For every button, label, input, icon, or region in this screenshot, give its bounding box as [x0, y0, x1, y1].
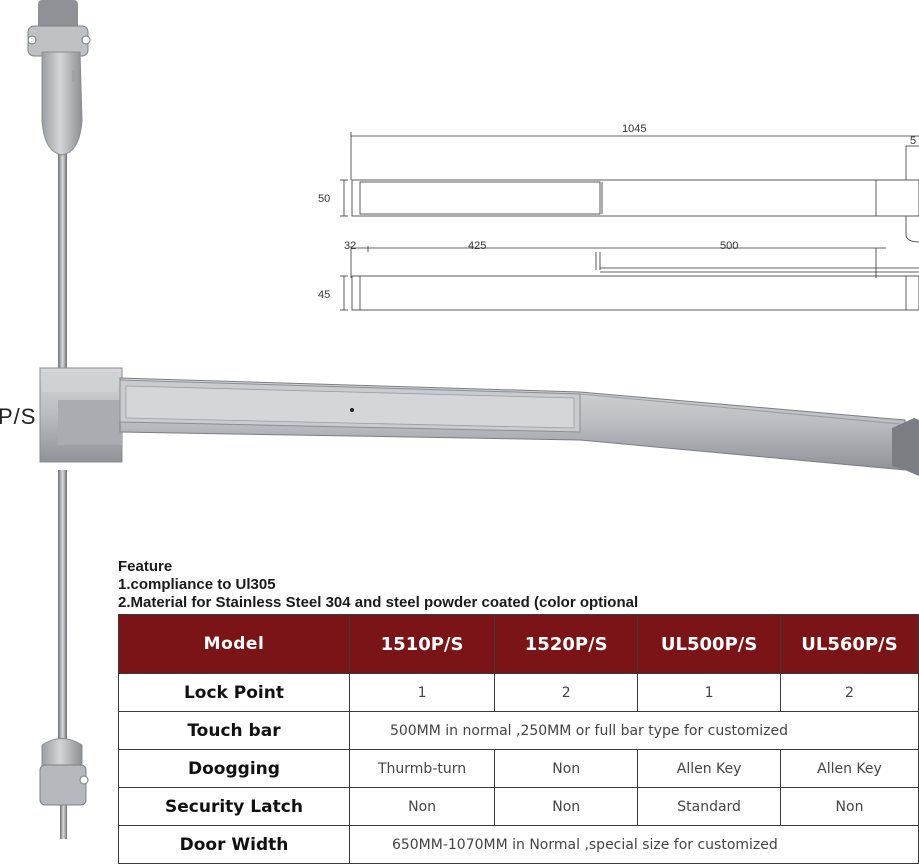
- bottom-latch: [39, 738, 89, 806]
- dim-height-top: 50: [318, 193, 330, 205]
- side-model-label: P/S: [0, 404, 37, 429]
- dim-left-segment: 32: [344, 240, 356, 252]
- table-cell: Non: [494, 787, 639, 826]
- table-cell: Standard: [637, 787, 781, 826]
- table-cell: Non: [348, 787, 496, 826]
- table-cell: 2: [779, 673, 919, 712]
- table-cell: 2: [494, 673, 639, 712]
- table-cell-merged: 650MM-1070MM in Normal ,special size for…: [348, 825, 919, 864]
- row-label-touch-bar: Touch bar: [118, 711, 350, 750]
- table-cell: 1: [637, 673, 781, 712]
- table-cell: Allen Key: [779, 749, 919, 788]
- table-cell: 1: [348, 673, 496, 712]
- center-case: [39, 367, 123, 463]
- exit-device-photo: [27, 0, 919, 839]
- feature-item: 1.compliance to Ul305: [118, 576, 276, 593]
- table-row: Lock Point 1 2 1 2: [118, 673, 919, 712]
- table-row: Door Width 650MM-1070MM in Normal ,speci…: [118, 825, 919, 864]
- table-cell: Allen Key: [637, 749, 781, 788]
- dim-mid-segment: 425: [468, 240, 486, 252]
- row-label-security-latch: Security Latch: [118, 787, 350, 826]
- header-ul500ps: UL500P/S: [637, 614, 781, 674]
- feature-item: 2.Material for Stainless Steel 304 and s…: [118, 594, 639, 611]
- dim-touch-segment: 500: [720, 240, 738, 252]
- feature-section: Feature 1.compliance to Ul305 2.Material…: [118, 558, 638, 612]
- top-latch: [27, 0, 91, 156]
- spec-table: Model 1510P/S 1520P/S UL500P/S UL560P/S …: [118, 614, 919, 864]
- feature-heading: Feature: [118, 558, 173, 575]
- push-bar: [119, 377, 919, 476]
- table-header-row: Model 1510P/S 1520P/S UL500P/S UL560P/S: [118, 614, 919, 674]
- table-cell: Non: [494, 749, 639, 788]
- table-cell-merged: 500MM in normal ,250MM or full bar type …: [348, 711, 919, 750]
- table-cell: Non: [779, 787, 919, 826]
- dim-end-offset: 5: [910, 135, 916, 147]
- table-row: Doogging Thurmb-turn Non Allen Key Allen…: [118, 749, 919, 788]
- dimension-drawing: 1045 5 50 45 32 425 500: [318, 123, 919, 311]
- table-row: Security Latch Non Non Standard Non: [118, 787, 919, 826]
- header-1520ps: 1520P/S: [494, 614, 639, 674]
- row-label-doogging: Doogging: [118, 749, 350, 788]
- table-cell: Thurmb-turn: [348, 749, 496, 788]
- row-label-door-width: Door Width: [118, 825, 350, 864]
- dim-overall-length: 1045: [622, 123, 646, 135]
- header-ul560ps: UL560P/S: [779, 614, 919, 674]
- table-row: Touch bar 500MM in normal ,250MM or full…: [118, 711, 919, 750]
- dim-height-bottom: 45: [318, 289, 330, 301]
- header-1510ps: 1510P/S: [348, 614, 496, 674]
- row-label-lock-point: Lock Point: [118, 673, 350, 712]
- header-model: Model: [118, 614, 350, 674]
